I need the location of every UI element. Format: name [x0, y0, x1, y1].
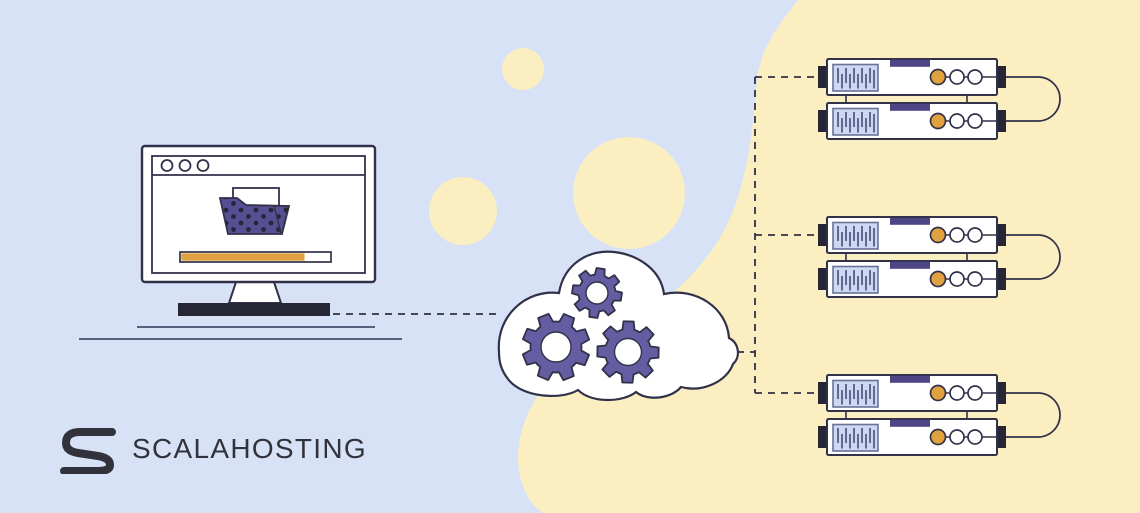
progress-fill	[181, 253, 305, 261]
gear-hole	[613, 337, 643, 367]
logo-text: SCALAHOSTING	[132, 433, 367, 464]
gear-hole	[585, 281, 609, 305]
window-control-dot	[160, 159, 174, 172]
monitor-base	[178, 303, 330, 316]
window-control-dot	[178, 159, 192, 172]
connection-lines	[333, 76, 816, 394]
monitor	[79, 144, 402, 340]
background-circle	[502, 48, 544, 90]
folder-icon	[218, 197, 291, 235]
progress-bar	[179, 251, 332, 263]
monitor-stand	[227, 281, 283, 304]
gear-hole	[540, 331, 572, 363]
window-control-dot	[196, 159, 210, 172]
scalahosting-logo: SCALAHOSTING	[57, 424, 367, 474]
cloud-computing	[497, 250, 739, 401]
window-controls	[160, 159, 210, 172]
background-circle	[573, 137, 685, 249]
background-circle	[429, 177, 497, 245]
gears-group	[521, 267, 660, 384]
scalahosting-logo-mark	[60, 428, 116, 474]
